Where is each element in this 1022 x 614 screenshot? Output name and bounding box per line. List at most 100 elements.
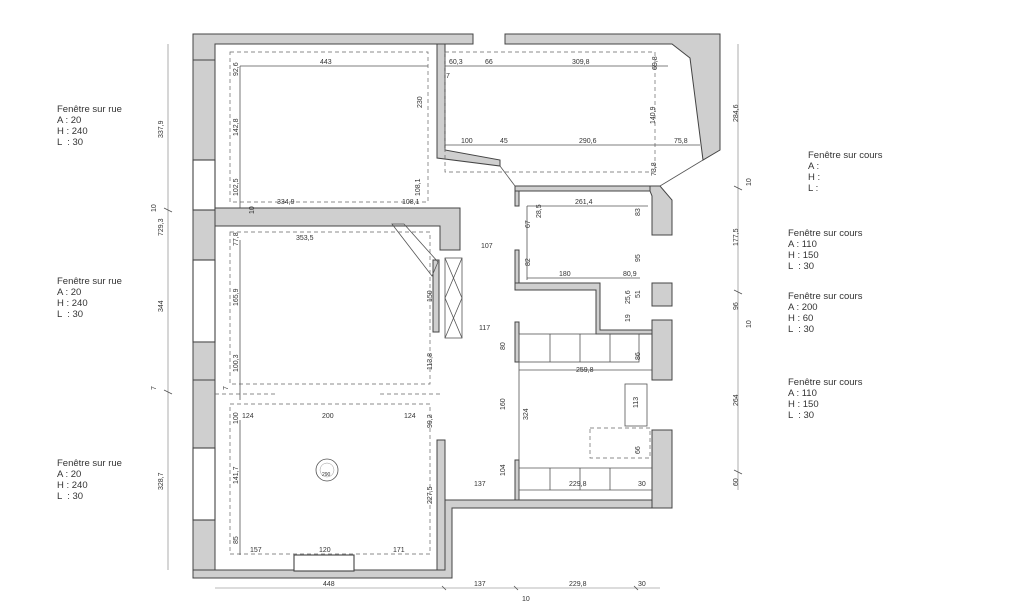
dim-right-10a: 10 <box>746 178 753 186</box>
note-h: H : 150 <box>788 250 819 261</box>
window-left-2 <box>192 259 216 343</box>
wall-top-right <box>504 33 721 161</box>
note-h: H : 150 <box>788 399 819 410</box>
dim-kitchen-top-a: 60,3 <box>449 59 463 66</box>
dim-kitchen2-86: 86 <box>635 352 642 360</box>
wall-right-3 <box>651 429 673 509</box>
wall-right-2 <box>651 319 673 381</box>
wall-right-diag <box>647 185 673 236</box>
window-left-1 <box>192 159 216 211</box>
dim-kitchen2-137: 137 <box>474 481 486 488</box>
wall-top-left <box>192 33 474 61</box>
dimension-labels: 443 230 60,3 66 309,8 69,8 7 140,9 100 4… <box>151 56 753 603</box>
wall-corridor-d <box>514 459 520 501</box>
note-h: H : 240 <box>57 298 88 309</box>
interior-lines <box>239 65 700 555</box>
dim-left-337-9: 337,9 <box>158 120 165 138</box>
dim-room3-e: 141,7 <box>233 466 240 484</box>
dim-bottom-10: 10 <box>522 596 530 603</box>
dim-room3-c: 124 <box>404 413 416 420</box>
dim-kitchen2-30: 30 <box>638 481 646 488</box>
wall-bath-bottom <box>514 282 653 335</box>
dim-bath-67: 67 <box>525 220 532 228</box>
wall-kitchen-left <box>436 43 501 167</box>
dim-kitchen-b2: 45 <box>500 138 508 145</box>
dim-room1-b3: 10 <box>249 206 256 214</box>
wall-left-mid <box>192 341 216 381</box>
wall-mid-horizontal <box>214 207 461 251</box>
dim-top-room-depth: 230 <box>417 96 424 108</box>
dim-kitchen2-80: 80 <box>500 342 507 350</box>
window-note-street-1: Fenêtre sur rue A : 20 H : 240 L : 30 <box>57 104 122 148</box>
note-l: L : 30 <box>57 309 84 320</box>
wall-left-2 <box>192 209 216 261</box>
dim-room2-v3: 100,3 <box>233 354 240 372</box>
dim-bottom-229: 229,8 <box>569 581 587 588</box>
dim-room1-v4: 108,1 <box>415 178 422 196</box>
window-note-court-2: Fenêtre sur cours A : 110 H : 150 L : 30 <box>788 228 862 272</box>
note-title: Fenêtre sur rue <box>57 458 122 469</box>
note-l: L : <box>808 183 819 194</box>
dim-left-7: 7 <box>151 386 158 390</box>
note-title: Fenêtre sur cours <box>788 228 863 239</box>
dim-small-19: 19 <box>625 314 632 322</box>
dim-top-room-width: 443 <box>320 59 332 66</box>
dim-kitchen2-66: 66 <box>635 446 642 454</box>
dim-kitchen-b3: 290,6 <box>579 138 597 145</box>
dim-room3-j: 171 <box>393 547 405 554</box>
walls <box>192 33 721 579</box>
note-l: L : 30 <box>57 137 84 148</box>
dim-kitchen-top-b: 66 <box>485 59 493 66</box>
dim-room3-g: 85 <box>233 536 240 544</box>
dim-room1-v1: 92,6 <box>233 62 240 76</box>
dimension-lines <box>163 44 743 591</box>
dim-bath-82: 82 <box>525 258 532 266</box>
dim-small-51: 51 <box>635 290 642 298</box>
dim-room3-v2: 100 <box>233 412 240 424</box>
dim-left-344: 344 <box>158 300 165 312</box>
dim-bath-28: 28,5 <box>536 204 543 218</box>
note-l: L : 30 <box>788 324 815 335</box>
dim-room3-d: 99,2 <box>427 414 434 428</box>
window-note-street-2: Fenêtre sur rue A : 20 H : 240 L : 30 <box>57 276 122 320</box>
dim-room3-i: 120 <box>319 547 331 554</box>
dim-kitchen2-104: 104 <box>500 464 507 476</box>
dim-room1-v3: 102,5 <box>233 178 240 196</box>
note-h: H : 60 <box>788 313 814 324</box>
dim-room3-h: 157 <box>250 547 262 554</box>
note-title: Fenêtre sur cours <box>808 150 883 161</box>
dim-kitchen-b5: 73,8 <box>651 162 658 176</box>
dim-room1-v2: 142,8 <box>233 118 240 136</box>
window-note-court-3: Fenêtre sur cours A : 200 H : 60 L : 30 <box>788 291 862 335</box>
dim-bath-83: 83 <box>635 208 642 216</box>
dim-kitchen2-324: 324 <box>523 408 530 420</box>
dim-right-96: 96 <box>733 302 740 310</box>
dim-room3-v1: 7 <box>223 386 230 390</box>
wall-bottom <box>192 499 673 579</box>
window-left-3 <box>192 447 216 521</box>
dim-kitchen-top-d: 69,8 <box>652 56 659 70</box>
dim-room2-v1: 77,8 <box>233 232 240 246</box>
dim-kitchen2-113: 113 <box>633 397 640 408</box>
dim-corridor-107: 107 <box>481 243 493 250</box>
note-l: L : 30 <box>788 261 815 272</box>
window-note-street-3: Fenêtre sur rue A : 20 H : 240 L : 30 <box>57 458 122 502</box>
note-h: H : 240 <box>57 480 88 491</box>
counter <box>549 334 611 490</box>
note-a: A : <box>808 161 820 172</box>
note-a: A : 20 <box>57 469 82 480</box>
dim-right-264: 264 <box>733 394 740 406</box>
note-a: A : 20 <box>57 287 82 298</box>
dim-room2-v4: 150 <box>427 290 434 302</box>
note-a: A : 200 <box>788 302 818 313</box>
dim-bath-95: 95 <box>635 254 642 262</box>
bottom-window <box>293 554 355 572</box>
dim-left-729-3: 729,3 <box>158 218 165 236</box>
dim-bath-w: 261,4 <box>575 199 593 206</box>
dim-kitchen2-w: 259,8 <box>576 367 594 374</box>
dim-kitchen2-160: 160 <box>500 398 507 410</box>
dim-bath-180: 180 <box>559 271 571 278</box>
dim-room1-b2: 108,1 <box>402 199 420 206</box>
dim-kitchen-b4: 75,8 <box>674 138 688 145</box>
